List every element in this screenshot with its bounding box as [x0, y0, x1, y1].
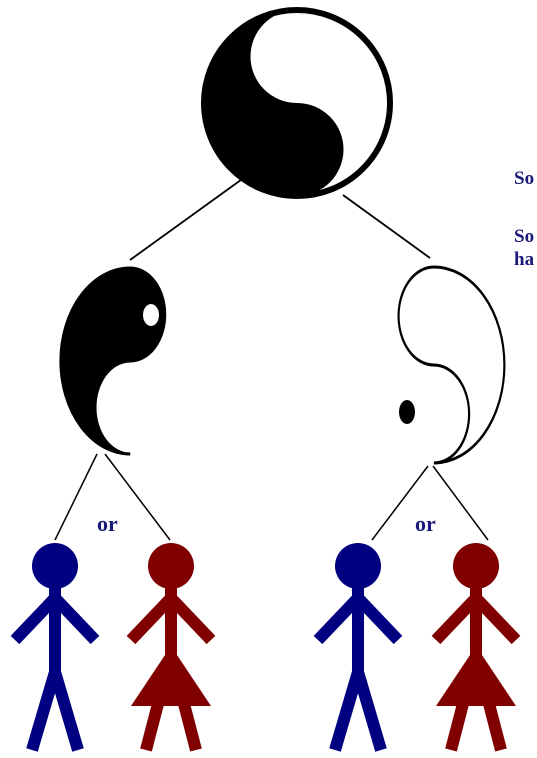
- or-label-right: or: [415, 511, 436, 536]
- side-text-line-1: So: [514, 168, 534, 189]
- connector-root-left: [130, 177, 245, 260]
- male-figure-icon: [15, 543, 95, 750]
- yin-yang-icon: [204, 10, 390, 196]
- yin-half-icon: [61, 268, 166, 454]
- female-figure-icon: [131, 543, 211, 750]
- connector-right-to-female: [433, 466, 488, 540]
- connector-root-right: [343, 195, 430, 258]
- yang-half-icon: [399, 267, 505, 463]
- male-figure-icon: [318, 543, 398, 750]
- side-text-line-2: So: [514, 226, 534, 247]
- or-label-left: or: [97, 511, 118, 536]
- side-text-line-3: ha: [514, 249, 535, 270]
- female-figure-icon: [436, 543, 516, 750]
- connector-left-to-male: [55, 454, 97, 540]
